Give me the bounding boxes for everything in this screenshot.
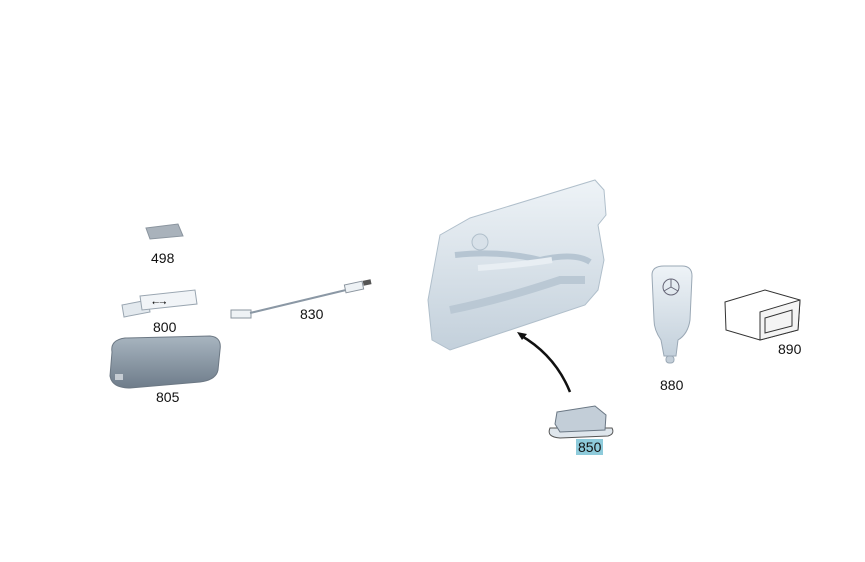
sim-card-image	[145, 223, 184, 240]
part-number-800[interactable]: 800	[153, 319, 177, 335]
usb-stick-image: ⭠⭢	[121, 289, 198, 318]
door-panel-image	[427, 179, 607, 351]
part-number-880[interactable]: 880	[660, 377, 684, 393]
usb-cable-image	[230, 279, 372, 319]
part-number-805[interactable]: 805	[156, 389, 180, 405]
part-number-498[interactable]: 498	[151, 250, 175, 266]
part-number-830[interactable]: 830	[300, 306, 324, 322]
arrow-icon	[517, 332, 572, 393]
usb-socket-image	[548, 405, 614, 439]
part-number-850[interactable]: 850	[576, 439, 604, 455]
obd-adapter-image	[724, 289, 801, 341]
car-charger-image	[651, 265, 693, 364]
part-number-890[interactable]: 890	[778, 341, 802, 357]
usb-symbol-icon: ⭠⭢	[152, 297, 166, 307]
power-bank-image	[109, 335, 221, 389]
